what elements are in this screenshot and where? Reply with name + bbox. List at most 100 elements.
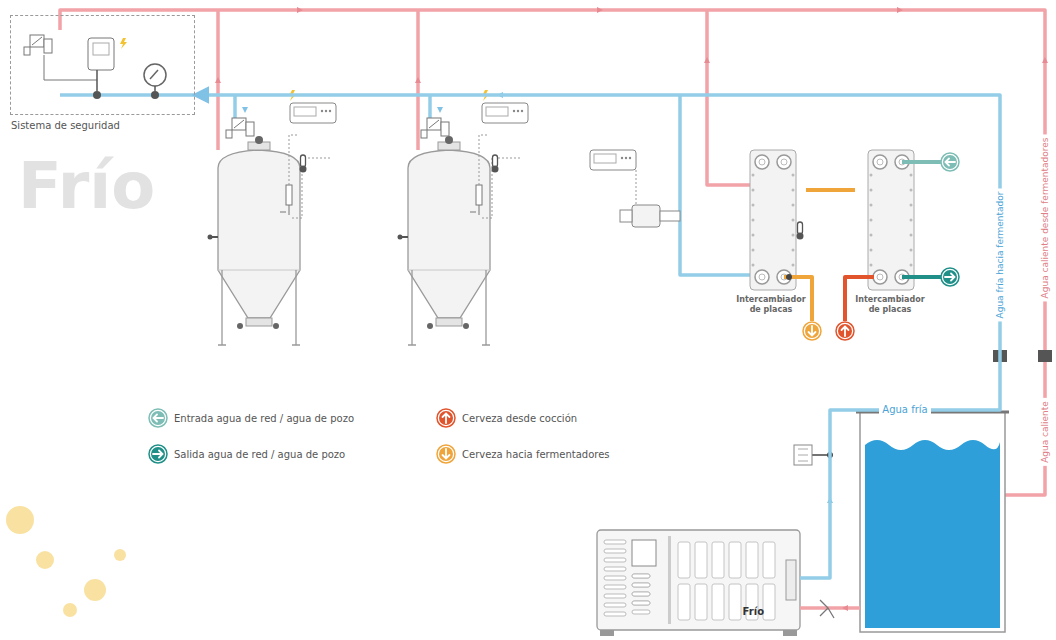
flow-arrow xyxy=(842,605,848,611)
vent-slot xyxy=(604,603,626,607)
controller-screen xyxy=(294,107,316,116)
controller xyxy=(482,103,528,123)
controller xyxy=(290,103,336,123)
vent-grille xyxy=(678,542,690,578)
arrow-glyph xyxy=(443,449,450,459)
vent-slot xyxy=(604,567,626,571)
flow-arrow xyxy=(597,7,603,13)
legend-item: Cerveza desde cocción xyxy=(436,408,577,428)
return-pipe xyxy=(800,606,860,610)
vent-grille xyxy=(763,584,775,620)
controller-screen xyxy=(594,154,616,163)
valve-body xyxy=(441,122,449,136)
swatch-icon xyxy=(437,409,455,427)
exchanger-port xyxy=(877,274,883,280)
decor-splash xyxy=(36,551,54,569)
pipe-label: Agua caliente xyxy=(1040,398,1050,466)
sample-valve xyxy=(398,235,403,240)
fermenter-tank xyxy=(218,150,300,318)
flow-arrow xyxy=(215,77,221,83)
chiller-box: Frío xyxy=(597,530,800,630)
tank-legs xyxy=(218,270,300,345)
port-disc xyxy=(943,155,957,169)
tank-legs xyxy=(408,270,490,345)
pressure-gauge xyxy=(144,64,166,86)
frame-bolt xyxy=(910,234,913,237)
vent-slot xyxy=(632,583,650,587)
frame-bolt xyxy=(910,204,913,207)
frame-bolt xyxy=(910,264,913,267)
outlet-valve xyxy=(463,323,469,329)
port-disc xyxy=(943,270,957,284)
swatch-disc xyxy=(151,447,165,461)
frame-bolt xyxy=(752,219,755,222)
vent-slot xyxy=(604,612,626,616)
frame-bolt xyxy=(910,174,913,177)
vent-slot xyxy=(604,540,626,544)
hot-water-pipe xyxy=(707,10,750,185)
node-text: Intercambiador de placas xyxy=(855,295,925,314)
security-system-box: Sistema de seguridad xyxy=(10,15,195,115)
vent-slot xyxy=(604,594,626,598)
plate-exchanger xyxy=(750,150,796,290)
vent-slot xyxy=(632,574,650,578)
chiller-foot xyxy=(783,630,797,636)
vent-slot xyxy=(632,592,650,596)
gauge-needle xyxy=(150,70,158,79)
vent-slot xyxy=(632,610,650,614)
legend-item: Salida agua de red / agua de pozo xyxy=(148,444,345,464)
ball-valve xyxy=(1038,350,1052,362)
node-text: Frío xyxy=(743,606,764,618)
strainer xyxy=(820,600,834,618)
vent-slot xyxy=(604,585,626,589)
outlet-valve xyxy=(273,323,279,329)
flow-arrow xyxy=(415,77,421,83)
wire xyxy=(96,70,98,91)
node-text: Sistema de seguridad xyxy=(11,120,120,132)
swatch-icon xyxy=(149,409,167,427)
frame-bolt xyxy=(870,264,873,267)
valve-body xyxy=(44,39,52,53)
signal-wire xyxy=(479,135,522,218)
tank-seam xyxy=(218,270,300,271)
chiller-divider xyxy=(668,536,671,624)
plate-exchanger-box: Intercambiador de placas xyxy=(855,145,925,316)
controller xyxy=(590,150,636,170)
thermometer xyxy=(798,222,803,234)
frame-bolt xyxy=(910,189,913,192)
frame-bolt xyxy=(870,174,873,177)
port-icon xyxy=(941,268,959,286)
exchanger-port xyxy=(755,155,769,169)
beer-pump xyxy=(632,205,660,227)
water-tank xyxy=(860,412,1005,632)
frame-bolt xyxy=(752,234,755,237)
flow-arrow xyxy=(437,107,443,113)
flow-arrow xyxy=(242,107,248,113)
frame-bolt xyxy=(910,219,913,222)
legend-item: Cerveza hacia fermentadores xyxy=(436,444,610,464)
exchanger-port xyxy=(759,274,765,280)
cooling-valve-stem xyxy=(470,205,479,215)
decor-splash xyxy=(114,549,126,561)
swatch-ring xyxy=(437,445,455,463)
controller-button xyxy=(625,157,627,159)
thermometer-bulb xyxy=(492,166,499,173)
control-box xyxy=(88,38,114,70)
valve-body xyxy=(421,130,427,138)
swatch-disc xyxy=(151,411,165,425)
port-icon xyxy=(941,153,959,171)
valve-body xyxy=(226,130,232,138)
controller-button xyxy=(517,110,519,112)
legend-swatch xyxy=(148,444,168,464)
pump-fins xyxy=(798,449,808,461)
port-icon xyxy=(803,322,821,340)
flow-arrow xyxy=(897,7,903,13)
cooling-valve xyxy=(476,185,482,205)
port-disc xyxy=(838,324,852,338)
valve-slash xyxy=(32,37,42,45)
frame-bolt xyxy=(752,189,755,192)
arrow-glyph xyxy=(946,159,956,166)
chiller-panel xyxy=(632,540,656,566)
arrow-glyph xyxy=(842,327,849,337)
bottom-outlet xyxy=(436,318,462,326)
